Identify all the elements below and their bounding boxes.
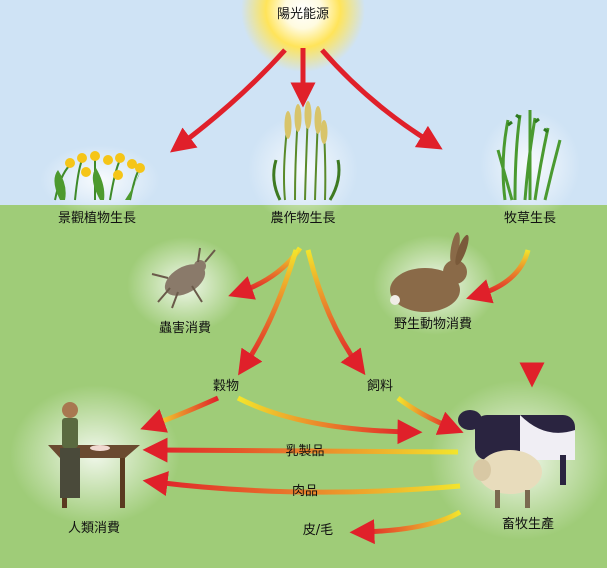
hide-label: 皮/毛 — [302, 523, 334, 538]
grass-icon — [496, 110, 562, 201]
arrow-crops-grain — [238, 249, 299, 376]
grain-label: 穀物 — [212, 379, 240, 394]
livestock-label: 畜牧生產 — [501, 517, 555, 532]
meat-label: 肉品 — [291, 484, 319, 499]
person-eating-icon — [48, 402, 140, 508]
arrow-crops-feed — [305, 249, 366, 376]
insect-icon — [151, 247, 216, 309]
arrow-pasture-wildlife — [466, 249, 531, 304]
rabbit-icon — [390, 232, 469, 312]
human-label: 人類消費 — [67, 521, 121, 536]
arrow-dairy — [142, 437, 459, 463]
pasture-label: 牧草生長 — [503, 211, 557, 226]
sun-label: 陽光能源 — [276, 7, 330, 22]
arrow-meat — [142, 471, 461, 496]
livestock-icon — [458, 410, 575, 508]
ornamental-label: 景觀植物生長 — [57, 211, 137, 226]
arrow-grain-human — [140, 395, 220, 433]
tulip-icon — [54, 151, 145, 201]
wheat-icon — [272, 101, 341, 201]
pests-label: 蟲害消費 — [158, 321, 212, 336]
feed-label: 飼料 — [366, 379, 394, 394]
arrow-sun-pasture — [320, 48, 443, 150]
dairy-label: 乳製品 — [285, 444, 325, 459]
arrow-feed-livestock — [396, 396, 464, 435]
sun-icon — [241, 0, 365, 72]
crops-label: 農作物生長 — [270, 211, 336, 226]
arrow-sun-ornamental — [170, 48, 287, 153]
arrow-hide — [349, 509, 462, 545]
wildlife-label: 野生動物消費 — [393, 317, 473, 332]
arrow-grain-livestock — [236, 395, 423, 445]
